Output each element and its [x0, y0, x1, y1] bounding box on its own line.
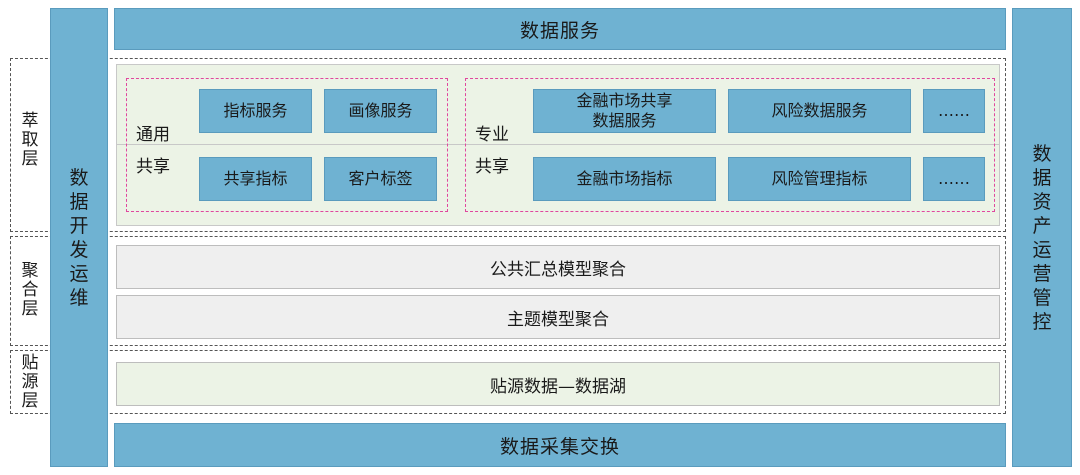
data-dev-ops-column: 数据开发运维 — [50, 8, 108, 467]
extract-divider — [116, 144, 1000, 145]
indicator-service: 指标服务 — [199, 89, 312, 133]
source-data-lake-bar: 贴源数据—数据湖 — [116, 362, 1000, 406]
aggregate-layer-frame — [10, 236, 1006, 346]
more-professional-indicators: …… — [923, 157, 985, 201]
risk-data-service: 风险数据服务 — [728, 89, 911, 133]
general-sharing-label-top: 通用 — [136, 125, 170, 145]
vertical-char: 发 — [69, 238, 89, 261]
data-service-bar: 数据服务 — [114, 8, 1006, 50]
vertical-char: 数 — [69, 166, 89, 189]
finance-market-indicator: 金融市场指标 — [533, 157, 716, 201]
customer-tag: 客户标签 — [324, 157, 437, 201]
vertical-char: 层 — [21, 299, 39, 319]
finance-market-shared-data-service: 金融市场共享 数据服务 — [533, 89, 716, 133]
vertical-char: 运 — [1032, 238, 1052, 261]
vertical-char: 据 — [1032, 166, 1052, 189]
vertical-char: 资 — [1032, 190, 1052, 213]
profile-service: 画像服务 — [324, 89, 437, 133]
vertical-char: 层 — [21, 391, 39, 411]
risk-management-indicator: 风险管理指标 — [728, 157, 911, 201]
vertical-char: 合 — [21, 280, 39, 300]
vertical-char: 取 — [21, 130, 39, 150]
shared-indicator: 共享指标 — [199, 157, 312, 201]
professional-sharing-label-bottom: 共享 — [475, 157, 509, 177]
vertical-char: 数 — [1032, 142, 1052, 165]
professional-sharing-group — [465, 78, 995, 212]
professional-sharing-label-top: 专业 — [475, 125, 509, 145]
subject-model-aggregation: 主题模型聚合 — [116, 295, 1000, 339]
vertical-char: 开 — [69, 214, 89, 237]
general-sharing-label-bottom: 共享 — [136, 157, 170, 177]
extract-layer-label: 萃取层 — [16, 112, 44, 169]
vertical-char: 萃 — [21, 111, 39, 131]
vertical-char: 聚 — [21, 261, 39, 281]
vertical-char: 源 — [21, 372, 39, 392]
vertical-char: 维 — [69, 286, 89, 309]
aggregate-layer-label: 聚合层 — [16, 262, 44, 319]
vertical-char: 层 — [21, 149, 39, 169]
vertical-char: 管 — [1032, 286, 1052, 309]
data-collection-exchange-bar: 数据采集交换 — [114, 423, 1006, 467]
vertical-char: 贴 — [21, 353, 39, 373]
vertical-char: 产 — [1032, 214, 1052, 237]
vertical-char: 控 — [1032, 310, 1052, 333]
data-asset-governance-column: 数据资产运营管控 — [1012, 8, 1072, 467]
vertical-char: 运 — [69, 262, 89, 285]
more-professional-services: …… — [923, 89, 985, 133]
source-layer-label: 贴源层 — [16, 354, 44, 411]
vertical-char: 营 — [1032, 262, 1052, 285]
extract-layer-frame — [10, 58, 1006, 232]
source-layer-frame — [10, 350, 1006, 414]
public-summary-model-aggregation: 公共汇总模型聚合 — [116, 245, 1000, 289]
vertical-char: 据 — [69, 190, 89, 213]
general-sharing-group — [126, 78, 448, 212]
